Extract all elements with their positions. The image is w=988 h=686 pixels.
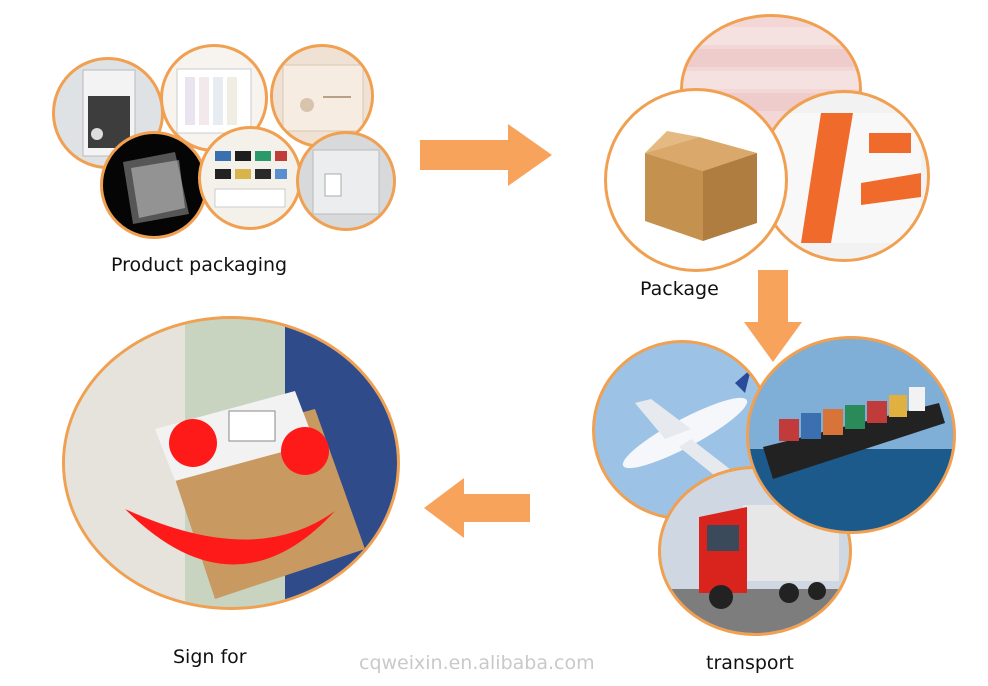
photo-cargo-ship [746, 336, 956, 534]
photo-colorful-socks [198, 126, 302, 230]
stacked-parcels-illustration [683, 27, 859, 111]
photo-delivery-handover [62, 316, 400, 610]
step-label-package: Package [640, 278, 719, 300]
step-label-sign-for: Sign for [173, 646, 247, 668]
arrow-right-icon [420, 124, 552, 186]
cardboard-box-icon [645, 131, 757, 241]
grey-bag-illustration [312, 149, 380, 215]
beige-bag-illustration [282, 64, 364, 132]
clear-bags-illustration [123, 152, 189, 224]
photo-beige-bag [270, 44, 374, 148]
photo-grey-pouch [52, 57, 164, 169]
poly-mailer-illustration [771, 113, 921, 243]
colorful-socks-illustration [214, 151, 287, 208]
photo-truck [658, 466, 852, 636]
step-label-transport: transport [706, 652, 794, 674]
smiley-face-icon [125, 419, 335, 565]
airplane-icon [622, 369, 751, 479]
photo-grey-bag [296, 131, 396, 231]
step-label-product-packaging: Product packaging [111, 254, 288, 276]
watermark-text: cqweixin.en.alibaba.com [359, 652, 595, 674]
arrow-left-icon [424, 478, 530, 538]
photo-cardboard-box [604, 88, 788, 272]
socks-box-illustration [176, 68, 252, 134]
grey-pouch-illustration [82, 69, 136, 157]
arrow-down-icon [744, 270, 802, 362]
cargo-ship-icon [749, 387, 953, 531]
photo-clear-bags [100, 131, 208, 239]
